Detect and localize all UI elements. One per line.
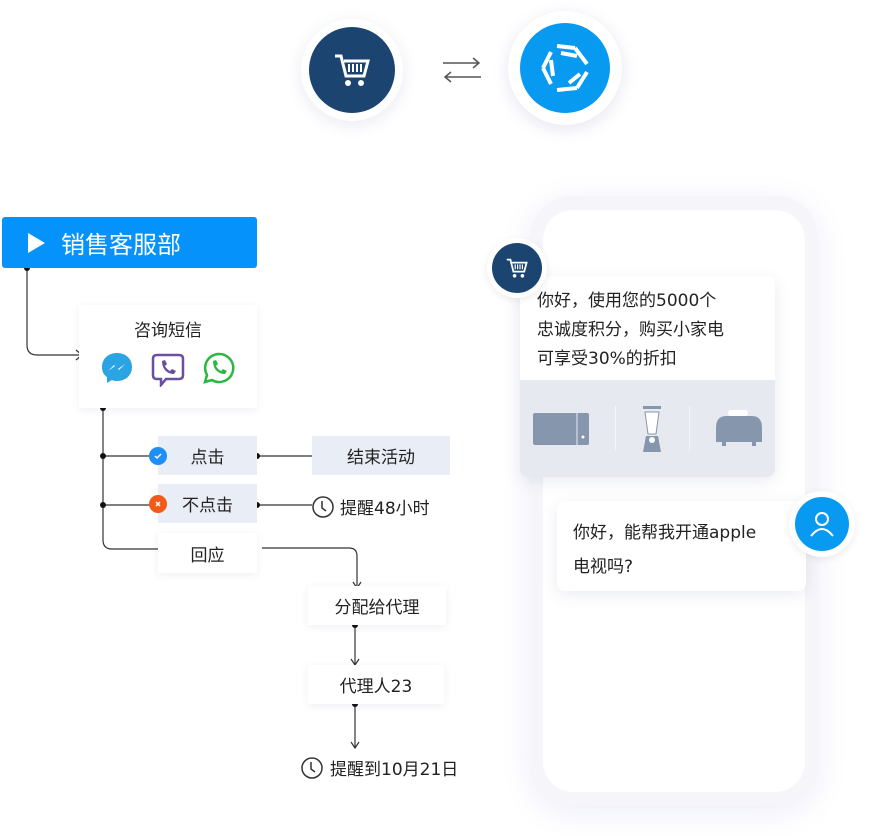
click-label: 点击 xyxy=(190,448,225,468)
user-avatar xyxy=(789,491,855,557)
store-logo xyxy=(301,19,403,121)
end-label: 结束活动 xyxy=(347,448,415,468)
toaster-icon[interactable] xyxy=(716,409,763,448)
sync-arrows-icon xyxy=(443,57,481,83)
bot-line: 忠诚度积分，购买小家电 xyxy=(537,320,724,340)
blender-icon[interactable] xyxy=(641,405,663,452)
messenger-icon xyxy=(101,353,132,383)
user-icon xyxy=(810,512,834,537)
no-click-label: 不点击 xyxy=(182,496,233,516)
assign-agent-node[interactable]: 分配给代理 xyxy=(308,586,446,625)
reply-node[interactable]: 回应 xyxy=(158,533,257,573)
user-line: 你好，能帮我开通apple xyxy=(573,523,757,543)
viber-icon xyxy=(151,353,185,387)
product-strip xyxy=(520,380,775,477)
store-avatar xyxy=(487,238,547,298)
cart-icon xyxy=(506,258,528,278)
remind-date-label: 提醒到10月21日 xyxy=(330,760,459,780)
clock-icon xyxy=(301,756,323,779)
department-title: 销售客服部 xyxy=(61,231,181,259)
hexagon-logo-icon xyxy=(541,44,589,92)
play-icon xyxy=(28,232,45,253)
cart-icon xyxy=(335,54,370,86)
microwave-icon[interactable] xyxy=(532,412,589,445)
remind-48h: 提醒48小时 xyxy=(311,494,430,519)
bot-message: 你好，使用您的5000个 忠诚度积分，购买小家电 可享受30%的折扣 xyxy=(520,276,775,477)
x-icon xyxy=(149,495,167,513)
user-message: 你好，能帮我开通apple 电视吗? xyxy=(557,501,806,591)
remind-date: 提醒到10月21日 xyxy=(300,755,458,780)
sms-card-title: 咨询短信 xyxy=(134,321,202,341)
click-node[interactable]: 点击 xyxy=(158,436,257,475)
user-line: 电视吗? xyxy=(573,557,634,577)
reply-label: 回应 xyxy=(190,545,225,566)
clock-icon xyxy=(312,495,334,518)
assign-label: 分配给代理 xyxy=(334,598,420,618)
bot-line: 你好，使用您的5000个 xyxy=(537,291,717,311)
department-header[interactable]: 销售客服部 xyxy=(2,217,257,268)
whatsapp-icon xyxy=(203,352,235,384)
no-click-node[interactable]: 不点击 xyxy=(158,484,257,523)
bot-line: 可享受30%的折扣 xyxy=(537,349,677,369)
remind-48h-label: 提醒48小时 xyxy=(340,499,430,519)
end-campaign-node[interactable]: 结束活动 xyxy=(312,436,450,475)
check-icon xyxy=(149,447,167,465)
platform-logo xyxy=(508,11,622,125)
agent-label: 代理人23 xyxy=(339,677,413,697)
sms-card[interactable]: 咨询短信 xyxy=(79,305,257,408)
agent-node[interactable]: 代理人23 xyxy=(308,665,444,704)
